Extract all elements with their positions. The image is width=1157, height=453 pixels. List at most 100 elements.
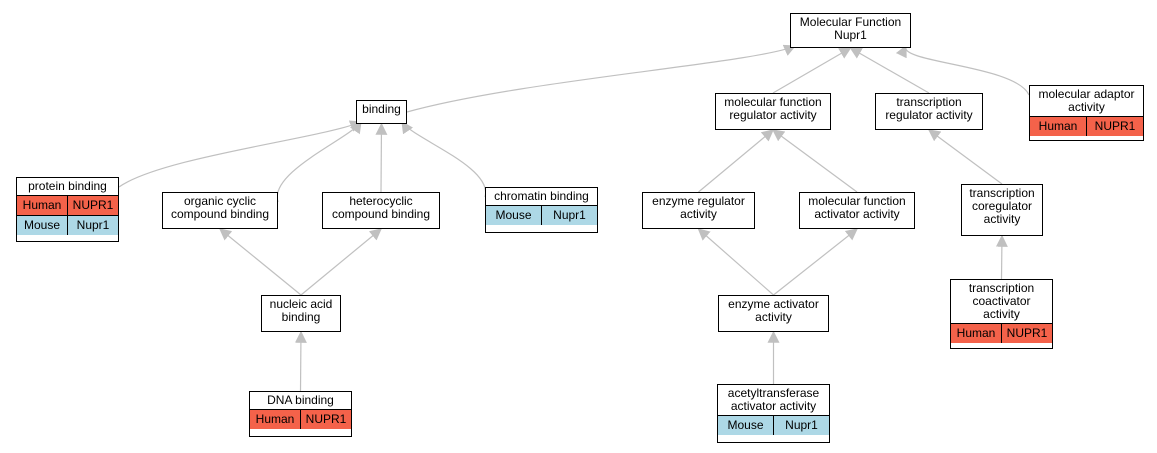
gene-symbol: Nupr1 [773,416,829,435]
edge-mf-activator-to-mf-regulator [772,129,858,193]
species-label: Mouse [495,208,532,222]
edge-nucleic-acid-to-organic-cyclic [219,228,302,296]
edge-enzyme-activator-to-enzyme-regulator [697,228,774,296]
gene-annotation-row-mouse: Mouse Nupr1 [718,415,829,435]
edge-mol-adaptor-to-root [895,44,1030,96]
edge-tx-coactivator-to-tx-coregulator [995,234,1008,280]
species-label: Human [255,412,295,426]
go-term-label-line: nucleic acid [269,297,333,311]
go-term-label-line: binding [362,102,401,116]
go-term-label-line: activity [755,310,792,324]
go-term-label-line: enzyme regulator [652,194,745,208]
edge-mf-regulator-to-root [772,47,852,94]
go-term-label: DNA binding [250,392,351,409]
edge-protein-binding-to-binding [118,120,363,188]
go-term-label-line: compound binding [331,207,431,221]
gene-annotation-row-human: Human NUPR1 [951,323,1052,343]
edge-tx-coregulator-to-tx-regulator [928,129,1003,185]
go-term-label-line: Molecular Function [799,15,902,29]
edge-enzyme-regulator-to-mf-regulator [698,129,774,193]
go-term-label-line: molecular function [808,194,906,208]
go-term-label-line: protein binding [28,179,107,193]
gene-symbol: NUPR1 [1001,324,1052,343]
gene-symbol: NUPR1 [1086,117,1143,136]
go-term-label-line: molecular adaptor [1038,87,1135,101]
edge-heterocyclic-to-binding [375,122,388,193]
go-term-label-line: acetyltransferase [727,386,820,400]
go-term-label-line: activator activity [730,399,817,413]
gene-annotation-row-human: Human NUPR1 [1030,116,1143,136]
go-term-label-line: chromatin binding [494,189,589,203]
gene-annotation-row-mouse: Mouse Nupr1 [17,215,118,235]
gene-symbol: NUPR1 [67,196,118,215]
species-label: Mouse [23,218,61,232]
go-term-label-line: activity [983,212,1021,226]
edge-organic-cyclic-to-binding [276,121,362,203]
go-term-label-line: activity [983,307,1020,321]
go-term-label: binding [357,101,406,118]
species-label: Mouse [727,418,764,432]
go-term-label: protein binding [17,178,118,195]
edge-dna-binding-to-nucleic-acid [294,330,307,392]
go-term-label-line: coregulator [971,199,1033,213]
go-term-node-binding[interactable]: binding [356,100,407,124]
gene-symbol: Nupr1 [67,216,118,235]
gene-annotation-row-human: Human NUPR1 [17,195,118,215]
go-term-label-line: molecular function [724,95,822,109]
species-label: Human [22,198,62,212]
go-term-label-line: binding [281,310,321,324]
go-term-label-line: activator activity [814,207,900,221]
go-term-label-line: transcription [968,281,1035,295]
go-term-label-line: coactivator [972,294,1031,308]
species-label: Human [1038,119,1078,133]
edge-chromatin-binding-to-binding [401,121,486,198]
go-term-label-line: Nupr1 [834,28,867,42]
go-term-label-line: heterocyclic [349,194,413,208]
gene-annotation-row-human: Human NUPR1 [250,409,351,429]
go-term-label-line: regulator activity [885,108,973,122]
gene-symbol: NUPR1 [300,410,351,429]
go-term-label-line: regulator activity [729,108,817,122]
go-term-label-line: activity [1068,100,1105,114]
species-label: Human [956,326,996,340]
edge-nucleic-acid-to-heterocyclic [300,228,382,296]
edge-tx-regulator-to-root [849,47,930,94]
go-term-label: chromatin binding [486,188,597,205]
go-term-label-line: DNA binding [267,393,334,407]
go-term-label-line: activity [680,207,717,221]
go-term-label-line: transcription [896,95,962,109]
go-term-label-line: enzyme activator [728,297,819,311]
go-term-label-line: organic cyclic [183,194,257,208]
edge-enzyme-activator-to-mf-activator [773,228,858,296]
